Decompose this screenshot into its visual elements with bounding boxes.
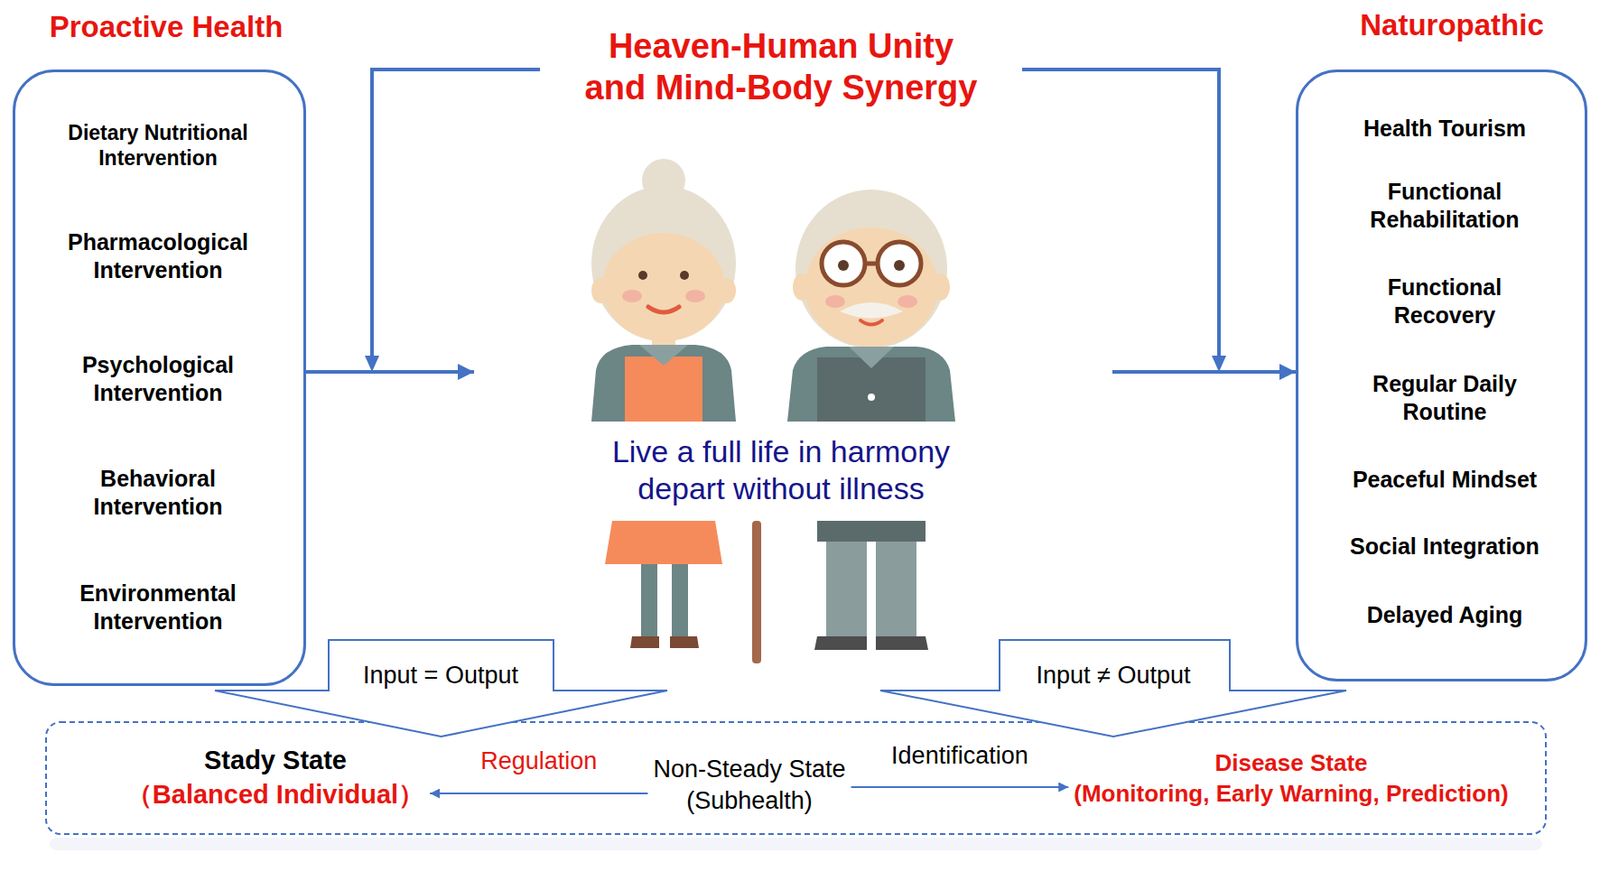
state-name: Stady State bbox=[126, 744, 425, 779]
intervention-item: Pharmacological Intervention bbox=[40, 228, 276, 284]
outcome-item: Regular Daily Routine bbox=[1345, 370, 1545, 426]
naturopathic-box: NaturopathicHealth TourismFunctional Reh… bbox=[1295, 69, 1588, 682]
outcome-item: Health Tourism bbox=[1363, 114, 1526, 143]
edge-label: Identification bbox=[887, 742, 1033, 771]
outcome-item: Delayed Aging bbox=[1367, 601, 1524, 630]
funnel-arrow-shape bbox=[213, 639, 669, 739]
state-node: Disease State(Monitoring, Early Warning,… bbox=[1068, 746, 1514, 812]
proactive-health-box: Proactive HealthDietary Nutritional Inte… bbox=[12, 69, 307, 687]
box-heading: Naturopathic bbox=[1359, 7, 1545, 44]
outcome-item: Peaceful Mindset bbox=[1352, 465, 1537, 494]
intervention-item: Psychological Intervention bbox=[40, 351, 276, 407]
connector-arrow bbox=[429, 792, 648, 795]
title: Heaven-Human Unity and Mind-Body Synergy bbox=[501, 25, 1061, 110]
state-band bbox=[46, 722, 1546, 835]
arrow-label: Input = Output bbox=[362, 660, 519, 691]
state-detail: (Subhealth) bbox=[652, 785, 846, 818]
outcome-item: Social Integration bbox=[1349, 532, 1540, 561]
band-shadow bbox=[49, 837, 1543, 851]
state-node: Stady State（Balanced Individual） bbox=[120, 742, 430, 814]
motto-text: Live a full life in harmony depart witho… bbox=[548, 431, 1014, 511]
input-output-arrow: Input = Output bbox=[213, 639, 669, 739]
connector-arrow bbox=[306, 370, 475, 374]
state-detail: （Balanced Individual） bbox=[126, 778, 425, 813]
central-illustration: Live a full life in harmony depart witho… bbox=[474, 160, 1113, 669]
connector-arrow bbox=[851, 786, 1070, 789]
intervention-item: Environmental Intervention bbox=[40, 579, 276, 635]
box-heading: Proactive Health bbox=[49, 9, 284, 46]
input-output-arrow: Input ≠ Output bbox=[879, 639, 1348, 739]
connector-arrow bbox=[1112, 370, 1296, 374]
arrow-label: Input ≠ Output bbox=[1036, 660, 1191, 691]
intervention-item: Behavioral Intervention bbox=[40, 465, 276, 521]
edge-label: Regulation bbox=[476, 747, 601, 776]
funnel-arrow-shape bbox=[879, 639, 1348, 739]
intervention-item: Dietary Nutritional Intervention bbox=[45, 120, 271, 171]
state-name: Disease State bbox=[1073, 748, 1508, 780]
state-detail: (Monitoring, Early Warning, Prediction) bbox=[1073, 779, 1508, 810]
state-node: Non-Steady State(Subhealth) bbox=[647, 752, 851, 819]
elderly-man bbox=[787, 189, 956, 651]
state-name: Non-Steady State bbox=[652, 753, 846, 786]
outcome-item: Functional Rehabilitation bbox=[1345, 177, 1545, 233]
title-bracket bbox=[372, 69, 1219, 358]
outcome-item: Functional Recovery bbox=[1354, 273, 1535, 329]
elderly-woman bbox=[591, 158, 762, 664]
